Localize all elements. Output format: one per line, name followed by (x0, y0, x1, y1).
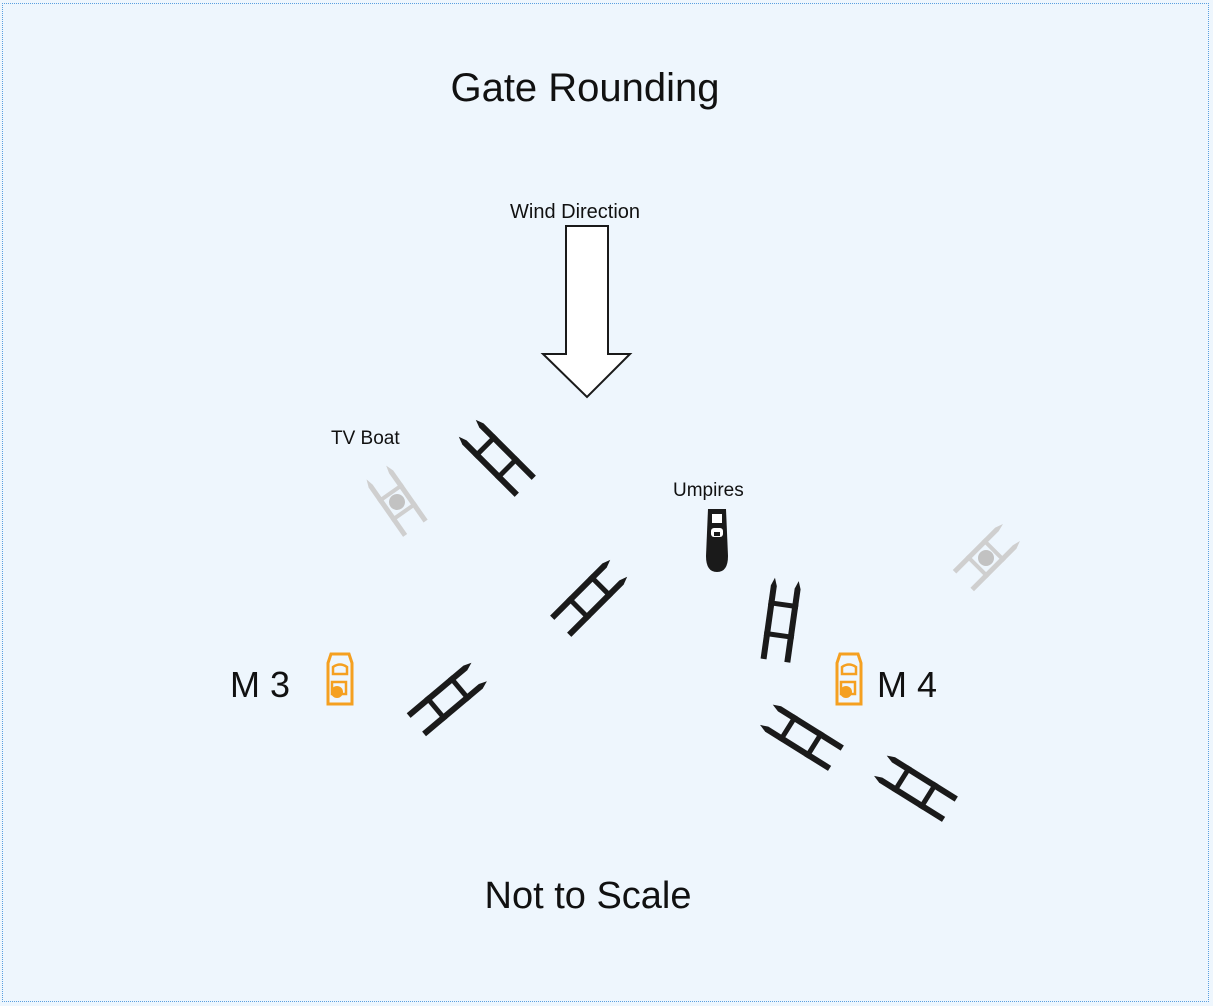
catamaran-icon (760, 577, 802, 663)
tv-boat-label: TV Boat (331, 428, 400, 449)
mark-m3-label: M 3 (230, 664, 291, 705)
wind-direction-label: Wind Direction (510, 201, 641, 223)
umpire-boat-icon (706, 509, 728, 572)
wind-direction-arrow-icon (540, 225, 633, 399)
scale-note: Not to Scale (484, 875, 692, 917)
tv-boat-icon (952, 521, 1023, 592)
catamaran-icon (758, 702, 844, 771)
mark-m4-label: M 4 (877, 664, 938, 705)
mark-buoy-icon (835, 652, 863, 706)
diagram-title: Gate Rounding (450, 66, 720, 110)
mark-buoy-icon (326, 652, 354, 706)
umpires-label: Umpires (673, 480, 744, 501)
catamaran-icon (406, 660, 489, 737)
tv-boat-icon (364, 463, 428, 537)
catamaran-icon (456, 417, 536, 497)
canvas-border (2, 3, 1209, 1002)
catamaran-icon (550, 557, 630, 637)
catamaran-icon (872, 753, 958, 822)
